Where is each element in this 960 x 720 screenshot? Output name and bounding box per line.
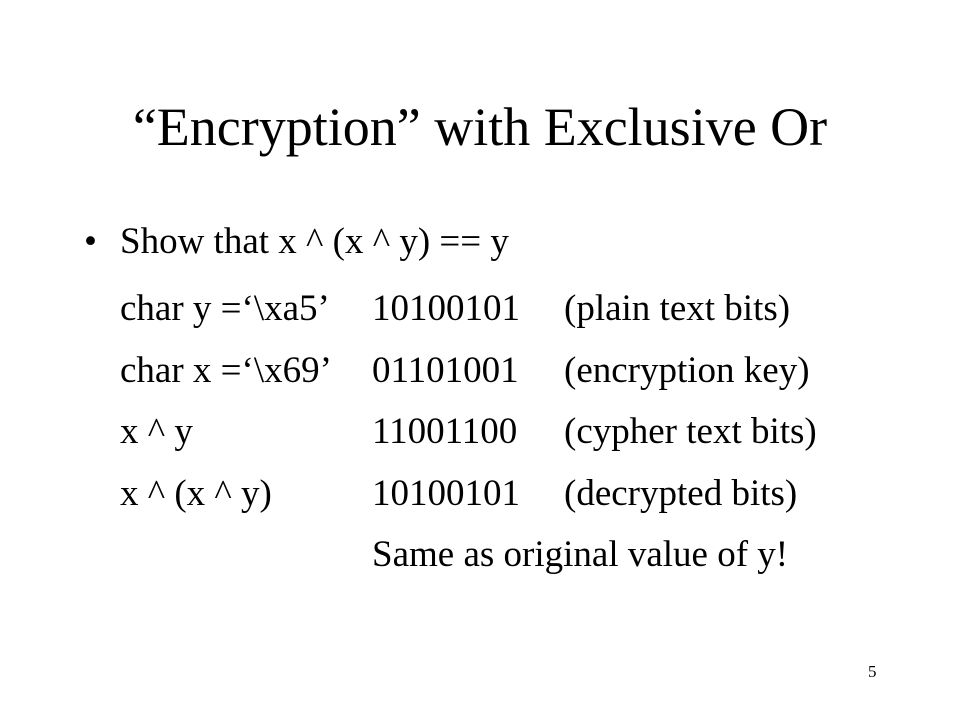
row-bits: 10100101 xyxy=(372,472,520,514)
row-bits: 11001100 xyxy=(372,411,518,452)
row-expression: char x =‘\x69’ xyxy=(120,349,332,391)
row-description: (plain text bits) xyxy=(564,288,791,329)
row-bits: 01101001 xyxy=(372,349,519,391)
row-description: (decrypted bits) xyxy=(564,472,798,514)
page-number: 5 xyxy=(868,662,877,681)
bullet-mark: • xyxy=(84,221,97,262)
slide-title: “Encryption” with Exclusive Or xyxy=(132,97,828,157)
row-description: (encryption key) xyxy=(564,349,810,391)
bullet-text: Show that x ^ (x ^ y) == y xyxy=(120,221,509,262)
row-expression: x ^ (x ^ y) xyxy=(120,472,272,514)
row-expression: char y =‘\xa5’ xyxy=(120,288,330,329)
row-description: (cypher text bits) xyxy=(564,411,817,452)
conclusion-text: Same as original value of y! xyxy=(372,534,789,575)
row-bits: 10100101 xyxy=(372,288,520,329)
row-expression: x ^ y xyxy=(120,411,193,452)
